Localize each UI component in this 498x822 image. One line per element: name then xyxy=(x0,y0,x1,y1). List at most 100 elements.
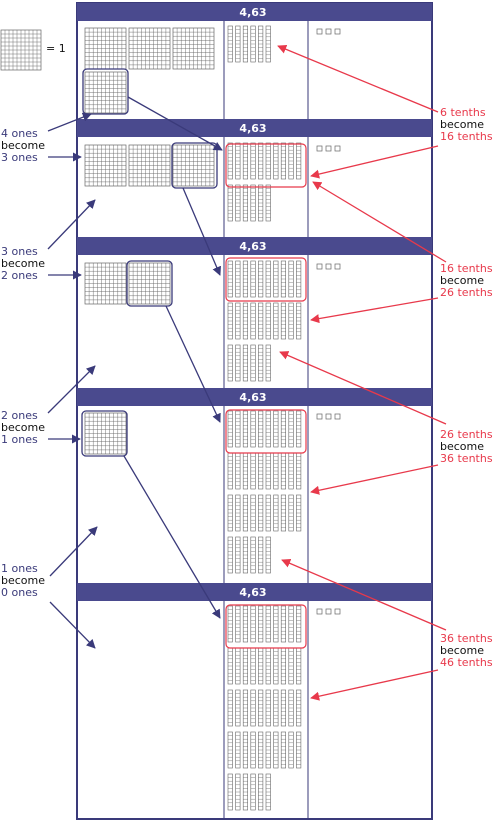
header-number: 4,63 xyxy=(239,391,266,404)
hundredths-cube xyxy=(334,608,341,615)
ones-flat-block xyxy=(84,412,127,455)
pointer-arrow-up xyxy=(47,365,96,414)
tenths-rod xyxy=(280,689,287,727)
tenths-rod xyxy=(250,452,256,490)
tenths-rod xyxy=(242,260,248,298)
tenths-rod xyxy=(265,731,271,769)
tenths-rod xyxy=(296,452,302,490)
tenths-rod xyxy=(288,452,294,490)
panel-4-blocks xyxy=(84,410,341,574)
tenths-rod xyxy=(258,536,264,574)
tenths-rod xyxy=(288,731,294,769)
tenths-rod xyxy=(242,184,248,222)
label-mid: become xyxy=(440,274,484,287)
tenths-rod xyxy=(288,410,294,448)
label-top: 1 ones xyxy=(1,562,38,575)
tenths-rod xyxy=(258,302,264,340)
label-top: 3 ones xyxy=(1,245,38,258)
label-mid: become xyxy=(1,139,45,152)
tenths-rod xyxy=(258,452,264,490)
tenths-rod xyxy=(227,25,233,63)
tenths-rod xyxy=(296,302,302,340)
label-mid: become xyxy=(440,118,484,131)
tenths-rod xyxy=(242,410,248,448)
hundredths-cube xyxy=(325,145,332,152)
tenths-rod xyxy=(250,410,256,448)
ones-flat-block xyxy=(0,29,42,71)
tenths-rod xyxy=(235,773,241,811)
tenths-highlight-4 xyxy=(225,409,307,454)
tenths-rod xyxy=(250,689,256,727)
tenths-highlight-5 xyxy=(225,604,307,649)
left-annotation-4: 1 ones become 0 ones xyxy=(1,526,98,649)
ones-highlight-4 xyxy=(81,410,128,457)
tenths-rod xyxy=(265,25,271,63)
tenths-rod xyxy=(265,410,271,448)
label-mid: become xyxy=(1,574,45,587)
tenths-rod xyxy=(235,344,241,382)
header-number: 4,63 xyxy=(239,240,266,253)
tenths-rod xyxy=(235,605,241,643)
legend-equals-label: = 1 xyxy=(46,42,66,55)
hundredths-cube xyxy=(316,263,323,270)
tenths-rod xyxy=(258,142,264,180)
tenths-rod xyxy=(250,647,256,685)
right-annotation-1: 6 tenths become 16 tenths xyxy=(277,44,493,179)
base-ten-blocks xyxy=(84,25,341,811)
panel-headers: 4,63 4,63 4,63 4,63 4,63 xyxy=(77,3,432,601)
tenths-rod xyxy=(288,689,294,727)
tenths-rod xyxy=(296,142,302,180)
tenths-rod xyxy=(280,142,287,180)
tenths-rod xyxy=(242,494,248,532)
tenths-rod xyxy=(265,773,271,811)
tenths-rod xyxy=(280,410,287,448)
tenths-rod xyxy=(258,260,264,298)
pointer-arrow-to-old xyxy=(279,351,447,425)
tenths-rod xyxy=(242,605,248,643)
tenths-rod xyxy=(273,260,279,298)
hundredths-cube xyxy=(334,145,341,152)
label-bot: 16 tenths xyxy=(440,130,493,143)
left-annotation-2: 3 ones become 2 ones xyxy=(1,199,96,282)
ones-flat-block xyxy=(84,144,127,187)
tenths-rod xyxy=(250,605,256,643)
ones-highlight-2 xyxy=(171,142,218,189)
tenths-rod xyxy=(250,260,256,298)
tenths-rod xyxy=(250,302,256,340)
tenths-rod xyxy=(265,260,271,298)
tenths-highlight-3 xyxy=(225,257,307,302)
tenths-rod xyxy=(280,494,287,532)
ones-flat-block xyxy=(128,144,171,187)
tenths-rod xyxy=(250,184,256,222)
pointer-arrow-to-new xyxy=(310,145,439,179)
exchange-arrows xyxy=(123,96,223,619)
tenths-rod xyxy=(288,605,294,643)
tenths-rod xyxy=(258,184,264,222)
header-band xyxy=(77,3,432,21)
tenths-rod xyxy=(296,494,302,532)
tenths-rod xyxy=(242,142,248,180)
panel-header-5: 4,63 xyxy=(77,583,432,601)
label-mid: become xyxy=(1,257,45,270)
header-number: 4,63 xyxy=(239,586,266,599)
tenths-rod xyxy=(273,452,279,490)
panel-header-4: 4,63 xyxy=(77,388,432,406)
right-annotation-2: 16 tenths become 26 tenths xyxy=(310,181,493,324)
tenths-rod xyxy=(296,731,302,769)
label-top: 36 tenths xyxy=(440,632,493,645)
exchange-arrow-4 xyxy=(123,455,221,619)
pointer-arrow-up xyxy=(49,526,98,577)
tenths-rod xyxy=(242,536,248,574)
hundredths-cube xyxy=(325,28,332,35)
ones-highlight-3 xyxy=(126,260,173,307)
pointer-arrow-to-old xyxy=(281,559,447,631)
tenths-rod xyxy=(227,452,233,490)
pointer-arrow-to-old xyxy=(277,44,439,113)
tenths-rod xyxy=(273,605,279,643)
label-bot: 36 tenths xyxy=(440,452,493,465)
exchange-arrow-1 xyxy=(127,96,223,151)
header-band xyxy=(77,119,432,137)
hundredths-cube xyxy=(334,28,341,35)
tenths-rod xyxy=(296,605,302,643)
tenths-rod xyxy=(265,142,271,180)
